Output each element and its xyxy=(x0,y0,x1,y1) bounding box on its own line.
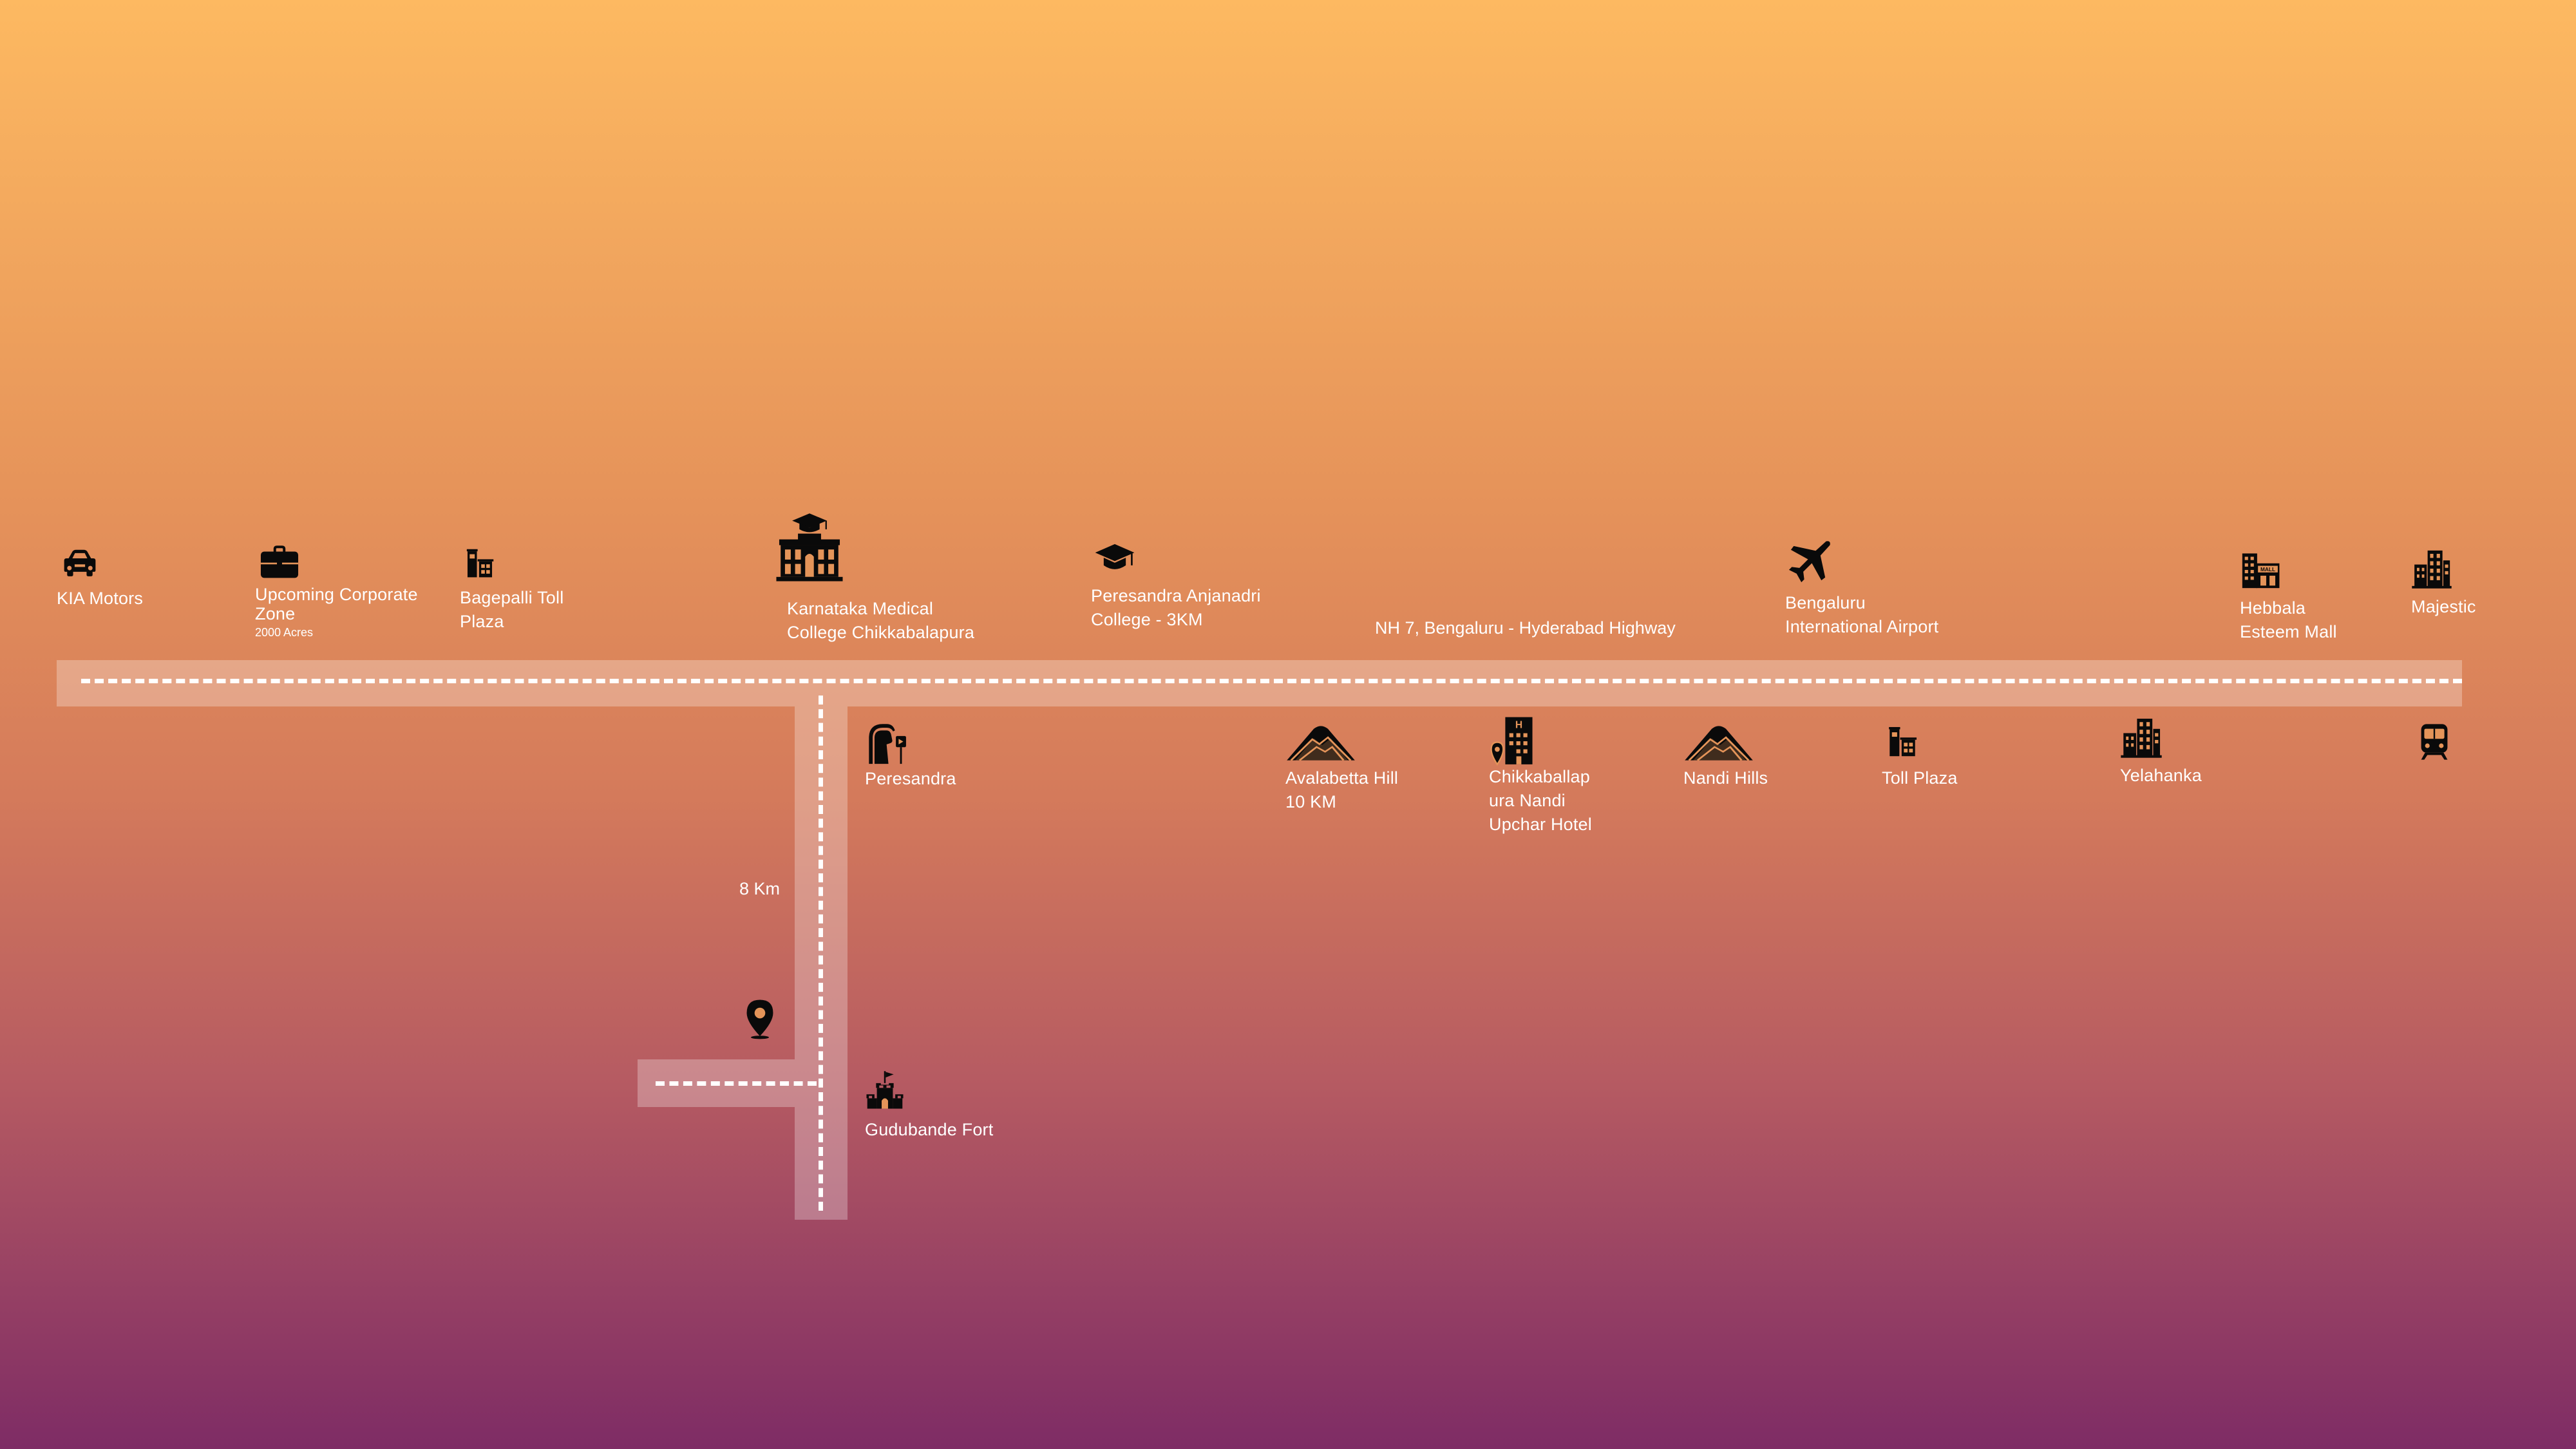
landmark-avalabetta-hill[interactable]: Avalabetta Hill 10 KM xyxy=(1285,717,1398,814)
branch-center-line xyxy=(819,696,823,1211)
landmark-kia-motors[interactable]: KIA Motors xyxy=(57,544,143,611)
airplane-icon xyxy=(1785,538,1833,586)
landmark-label: Yelahanka xyxy=(2120,766,2202,785)
car-icon xyxy=(57,544,103,582)
landmark-sublabel: 2000 Acres xyxy=(255,626,314,639)
landmark-label: Nandi Hills xyxy=(1683,768,1768,788)
buildings-icon xyxy=(2411,547,2452,590)
road-junction-icon xyxy=(865,719,914,766)
briefcase-icon xyxy=(255,540,304,582)
mountain-icon xyxy=(1683,717,1754,765)
landmark-peresandra[interactable]: Peresandra xyxy=(865,719,956,791)
landmark-label: Karnataka Medical College Chikkabalapura xyxy=(787,599,975,642)
landmark-corporate-zone[interactable]: Upcoming Corporate Zone 2000 Acres xyxy=(255,540,418,640)
fort-icon xyxy=(865,1066,905,1114)
mall-icon xyxy=(2240,549,2281,591)
landmark-anjanadri-college[interactable]: Peresandra Anjanadri College - 3KM xyxy=(1091,536,1261,632)
university-icon xyxy=(773,512,846,584)
landmark-nandi-upchar-hotel[interactable]: Chikkaballap ura Nandi Upchar Hotel xyxy=(1489,716,1592,837)
landmark-railway-station[interactable] xyxy=(2415,719,2454,770)
landmark-gudubande-fort[interactable]: Gudubande Fort xyxy=(865,1066,993,1142)
landmark-label: Chikkaballap ura Nandi Upchar Hotel xyxy=(1489,767,1592,834)
toll-plaza-icon xyxy=(1882,723,1923,760)
landmark-label: Peresandra Anjanadri College - 3KM xyxy=(1091,586,1261,629)
highway-center-line xyxy=(81,679,2462,683)
landmark-label: Peresandra xyxy=(865,769,956,788)
landmark-label: Upcoming Corporate Zone xyxy=(255,585,418,623)
mountain-icon xyxy=(1285,717,1356,765)
landmark-label: Gudubande Fort xyxy=(865,1120,994,1139)
location-pin-icon[interactable] xyxy=(739,996,781,1042)
landmark-label: Hebbala Esteem Mall xyxy=(2240,598,2337,641)
landmark-bagepalli-toll[interactable]: Bagepalli Toll Plaza xyxy=(460,545,564,634)
landmark-label: Toll Plaza xyxy=(1882,768,1958,788)
landmark-airport[interactable]: Bengaluru International Airport xyxy=(1785,538,1938,639)
landmark-label: Avalabetta Hill 10 KM xyxy=(1285,768,1399,811)
hotel-icon xyxy=(1489,716,1542,766)
highway-label: NH 7, Bengaluru - Hyderabad Highway xyxy=(1375,618,1676,638)
toll-plaza-icon xyxy=(460,545,500,581)
landmark-majestic[interactable]: Majestic xyxy=(2411,547,2476,619)
highway-road xyxy=(57,660,2462,706)
branch-distance-label: 8 Km xyxy=(739,879,781,898)
landmark-label: Majestic xyxy=(2411,597,2476,616)
landmark-yelahanka[interactable]: Yelahanka xyxy=(2120,715,2202,788)
train-icon xyxy=(2415,719,2454,765)
landmark-nandi-hills[interactable]: Nandi Hills xyxy=(1683,717,1768,790)
landmark-esteem-mall[interactable]: Hebbala Esteem Mall xyxy=(2240,549,2337,644)
landmark-toll-plaza[interactable]: Toll Plaza xyxy=(1882,723,1958,790)
landmark-medical-college[interactable]: Karnataka Medical College Chikkabalapura xyxy=(773,512,974,645)
buildings-icon xyxy=(2120,715,2163,760)
landmark-label: Bengaluru International Airport xyxy=(1785,593,1939,636)
landmark-label: Bagepalli Toll Plaza xyxy=(460,588,564,631)
access-center-line xyxy=(656,1081,817,1086)
graduation-cap-icon xyxy=(1091,536,1139,579)
landmark-label: KIA Motors xyxy=(57,589,144,608)
